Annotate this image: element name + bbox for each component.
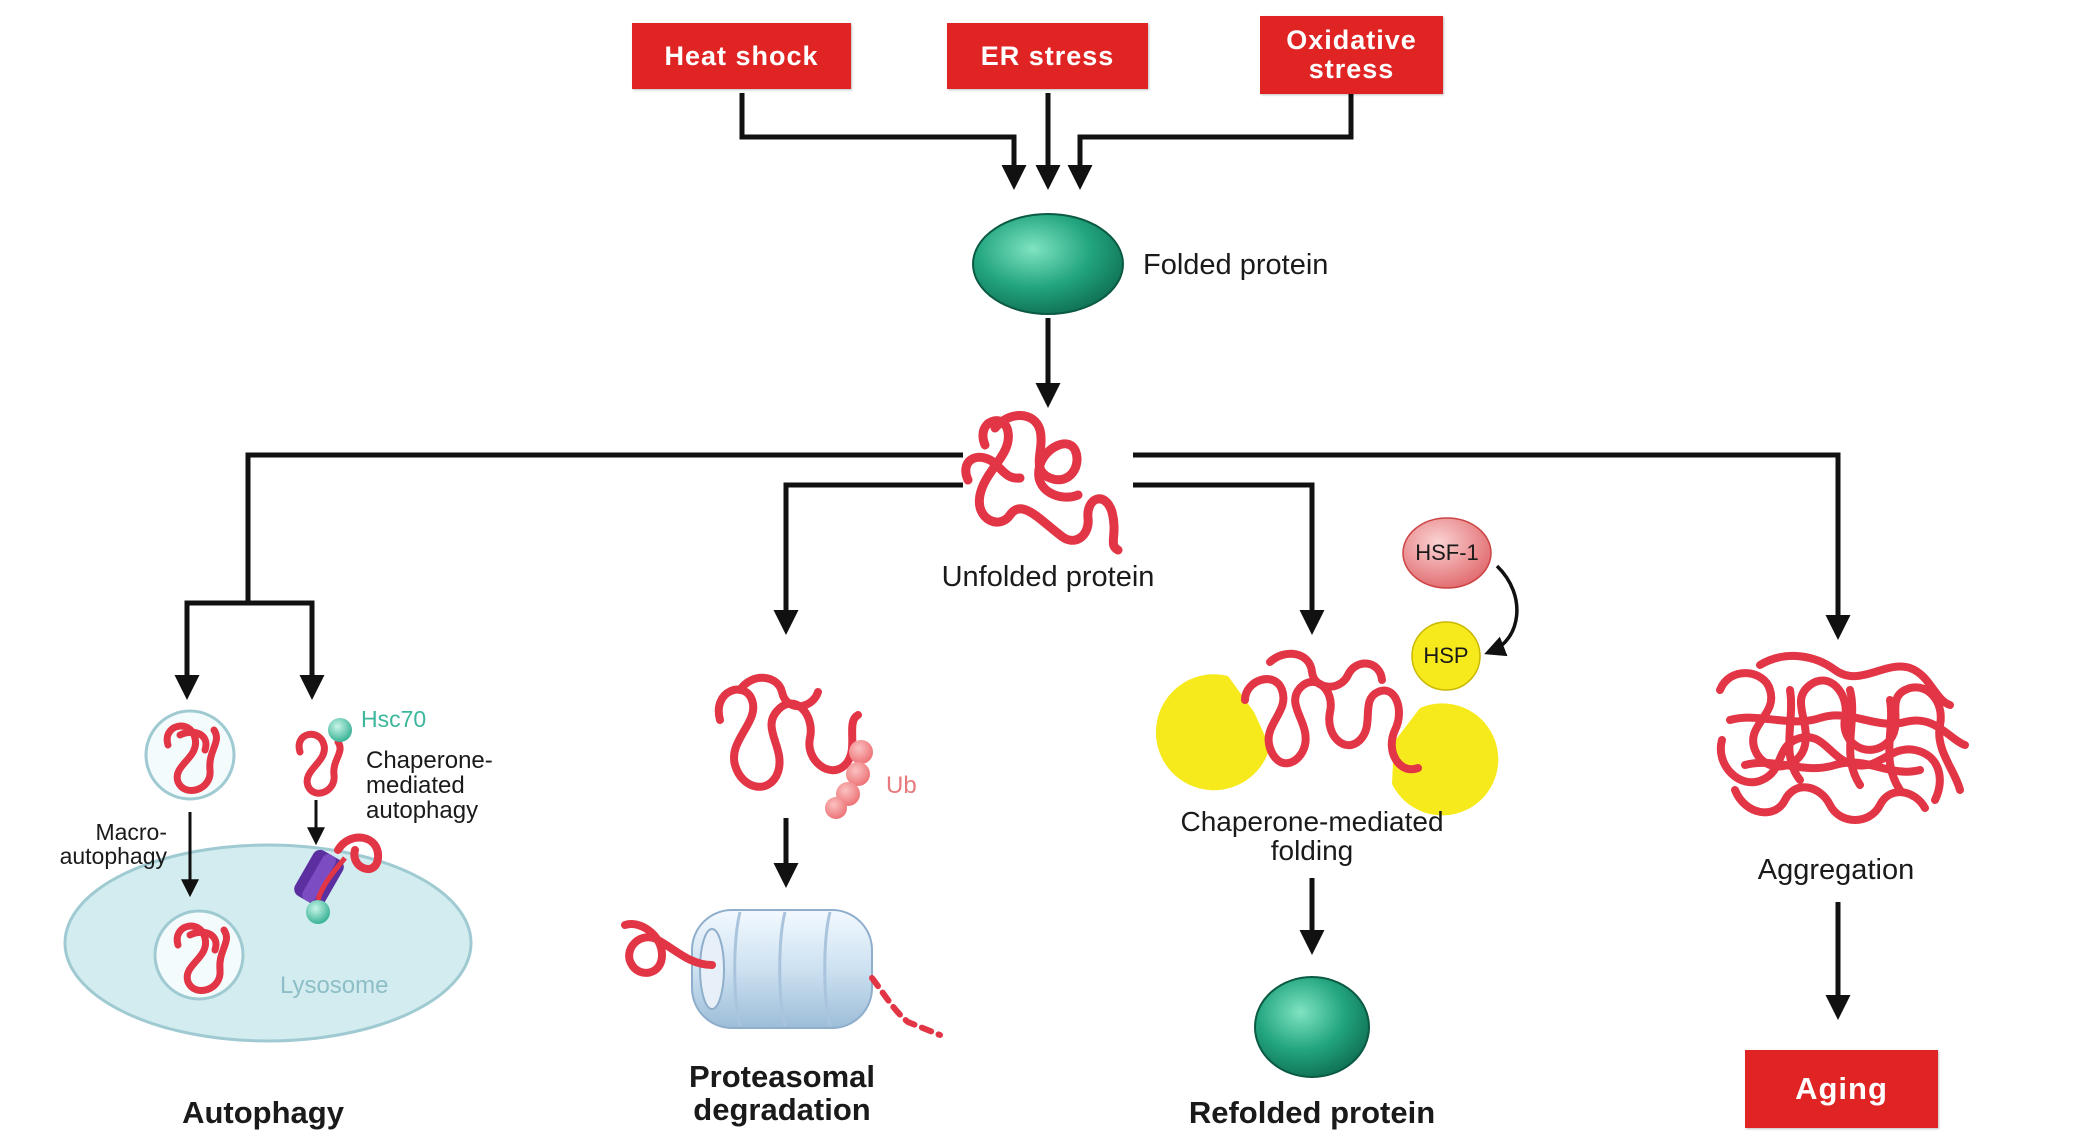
arrow-icon xyxy=(1067,93,1354,190)
chaperone-icon xyxy=(1155,649,1499,816)
unfolded-protein-icon xyxy=(961,411,1123,555)
cma-icon xyxy=(294,718,382,924)
ubiquitinated-protein-icon xyxy=(714,673,873,819)
arrow-icon xyxy=(773,482,963,635)
hsf1-label: HSF-1 xyxy=(1415,540,1479,565)
autophagosome-icon xyxy=(144,709,245,1001)
hsf1-icon xyxy=(1402,517,1492,589)
aging-label: Aging xyxy=(1795,1071,1888,1106)
aggregation-label: Aggregation xyxy=(1757,854,1915,886)
lysosome-label: Lysosome xyxy=(280,972,389,999)
arrow-icon xyxy=(1133,482,1325,635)
arrow-icon xyxy=(1133,452,1851,640)
folded-protein-icon xyxy=(972,213,1124,315)
refolded-protein-icon xyxy=(1254,976,1370,1078)
hsp-label: HSP xyxy=(1423,643,1469,668)
er-stress-box: ER stress xyxy=(947,23,1148,89)
aggregate-icon xyxy=(1716,651,1969,824)
stress-arrows xyxy=(739,93,1354,408)
heat-shock-label: Heat shock xyxy=(664,40,819,71)
arrow-icon xyxy=(248,600,325,700)
hsc70-label: Hsc70 xyxy=(361,706,427,732)
lysosome-icon xyxy=(63,843,473,1043)
macroautophagy-label: Macro- autophagy xyxy=(59,819,167,870)
arrow-icon xyxy=(1484,564,1519,657)
refolded-protein-title: Refolded protein xyxy=(1188,1095,1436,1130)
arrow-icon xyxy=(739,93,1027,190)
proteasomal-title: Proteasomal degradation xyxy=(688,1059,876,1127)
oxidative-stress-label: Oxidative stress xyxy=(1286,24,1417,84)
aging-box: Aging xyxy=(1745,1050,1938,1128)
folded-protein-label: Folded protein xyxy=(1143,249,1329,281)
unfolded-protein-label: Unfolded protein xyxy=(941,561,1155,593)
oxidative-stress-box: Oxidative stress xyxy=(1260,16,1443,94)
branch-arrows xyxy=(174,452,1851,1020)
er-stress-label: ER stress xyxy=(980,40,1115,71)
ub-label: Ub xyxy=(886,772,917,799)
autophagy-title: Autophagy xyxy=(182,1095,344,1130)
proteasome-icon xyxy=(621,909,943,1038)
arrow-icon xyxy=(174,600,248,700)
chaperone-folding-label: Chaperone-mediated folding xyxy=(1180,806,1444,867)
cma-label: Chaperone- mediated autophagy xyxy=(366,747,493,825)
heat-shock-box: Heat shock xyxy=(632,23,851,89)
hsp-icon xyxy=(1411,621,1481,691)
